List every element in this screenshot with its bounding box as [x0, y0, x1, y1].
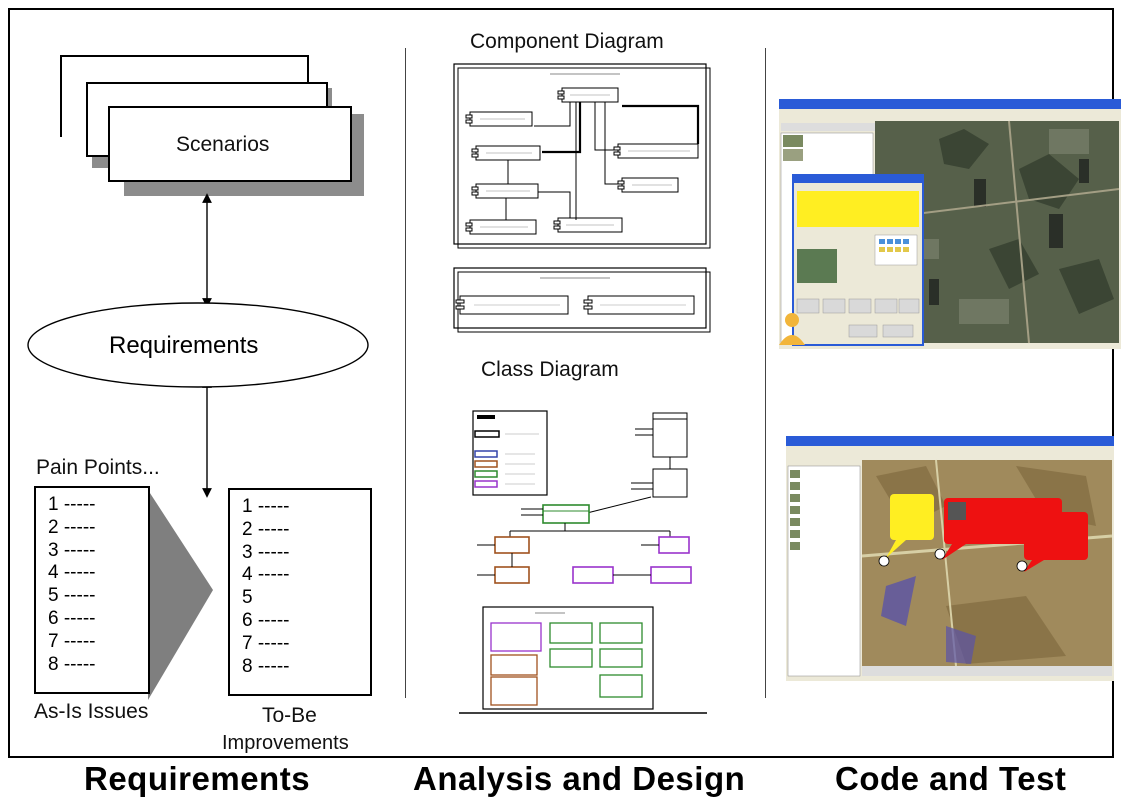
list-item: 6 ----- — [242, 609, 290, 631]
list-item: 4 ----- — [48, 562, 96, 584]
requirements-ellipse — [27, 302, 369, 388]
list-item: 6 ----- — [48, 607, 96, 629]
as-is-issues-box: 1 ----- 2 ----- 3 ----- 4 ----- 5 ----- … — [34, 486, 150, 694]
list-item: 3 ----- — [48, 539, 96, 561]
class-diagram-title: Class Diagram — [481, 358, 619, 381]
scenarios-label: Scenarios — [176, 133, 270, 156]
list-item: 1 ----- — [242, 496, 290, 517]
app-screenshot-top — [779, 99, 1121, 349]
list-item: 4 ----- — [242, 564, 290, 586]
list-item: 7 ----- — [48, 630, 96, 652]
footer-requirements-heading: Requirements — [84, 760, 311, 797]
list-item: 5 ----- — [48, 585, 96, 607]
column-divider-left — [405, 48, 406, 698]
list-item: 7 ----- — [242, 632, 290, 654]
footer-analysis-design-heading: Analysis and Design — [413, 760, 746, 797]
footer-code-test-heading: Code and Test — [835, 760, 1067, 797]
list-item: 2 ----- — [48, 516, 96, 538]
scenarios-card: Scenarios — [108, 106, 352, 182]
transform-arrow — [148, 490, 213, 700]
to-be-label-line2: Improvements — [222, 732, 349, 754]
pain-points-label: Pain Points... — [36, 456, 160, 479]
to-be-improvements-box: 1 ----- 2 ----- 3 ----- 4 ----- 5 6 ----… — [228, 488, 372, 696]
component-diagram-thumbnail — [453, 63, 711, 333]
diagram-frame — [8, 8, 1114, 758]
component-diagram-title: Component Diagram — [470, 30, 664, 53]
list-item: 8 ----- — [242, 655, 290, 677]
as-is-issues-list: 1 ----- 2 ----- 3 ----- 4 ----- 5 ----- … — [48, 494, 95, 676]
list-item: 2 ----- — [242, 518, 290, 540]
as-is-issues-label: As-Is Issues — [34, 700, 149, 723]
list-item: 8 ----- — [48, 653, 96, 675]
requirements-flow-graphic — [27, 193, 369, 700]
list-item: 3 ----- — [242, 541, 290, 563]
requirements-node-label: Requirements — [109, 332, 259, 359]
to-be-improvements-list: 1 ----- 2 ----- 3 ----- 4 ----- 5 6 ----… — [242, 496, 289, 678]
app-screenshot-bottom — [786, 436, 1114, 681]
column-divider-right — [765, 48, 766, 698]
to-be-label-line1: To-Be — [262, 704, 317, 727]
class-diagram-thumbnail — [459, 410, 707, 714]
list-item: 5 — [242, 587, 253, 609]
list-item: 1 ----- — [48, 494, 96, 515]
